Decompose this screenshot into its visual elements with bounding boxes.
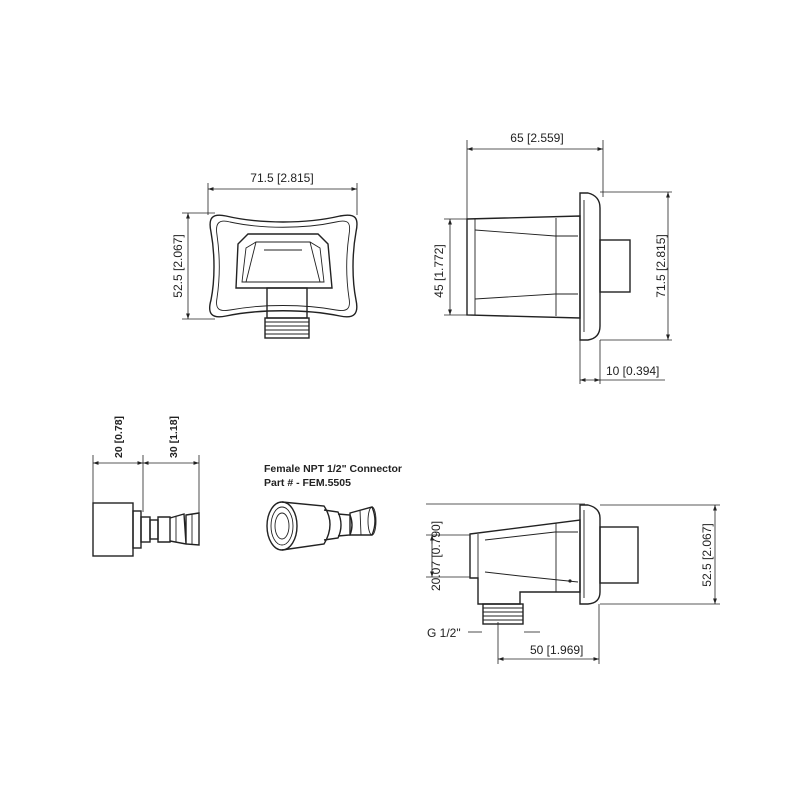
connector-label-line1: Female NPT 1/2" Connector (264, 463, 402, 475)
connector-nut (92, 502, 134, 557)
connector-opening (266, 501, 298, 551)
side-flange (579, 192, 601, 341)
connector-perspective: Female NPT 1/2" Connector Part # - FEM.5… (264, 463, 402, 551)
thread-label: G 1/2" (427, 626, 461, 640)
front-thread-stub (266, 287, 308, 319)
side-wall-block (599, 239, 631, 293)
side-depth-dimension: 65 [2.559] (510, 131, 563, 145)
bottom-depth-dimension: 50 [1.969] (530, 643, 583, 657)
bottom-thread (482, 603, 524, 625)
connector-dim-a: 20 [0.78] (113, 416, 125, 458)
front-plate-outline (208, 214, 358, 318)
side-body (466, 215, 581, 319)
bottom-wall-block (599, 526, 639, 584)
bottom-flange (579, 504, 601, 605)
connector-label-line2: Part # - FEM.5505 (264, 477, 351, 489)
side-view: 65 [2.559] 45 [1.772] 71.5 [2.815] 10 [0… (432, 131, 672, 384)
side-nozzle-height-dimension: 45 [1.772] (432, 244, 446, 297)
bottom-side-view: 20.07 [0.790] 52.5 [2.067] G 1/2" 50 [1.… (426, 503, 720, 664)
connector-barb (157, 512, 200, 546)
side-flange-thickness-dimension: 10 [0.394] (606, 364, 659, 378)
front-height-dimension: 52.5 [2.067] (171, 234, 185, 297)
bottom-body (469, 519, 581, 605)
side-flange-height-dimension: 71.5 [2.815] (654, 234, 668, 297)
connector-body (281, 501, 331, 551)
connector-perspective-barb (349, 506, 376, 536)
connector-dim-b: 30 [1.18] (168, 416, 180, 458)
front-view: 71.5 [2.815] 52.5 [2.067] (171, 171, 358, 339)
bottom-height-dimension: 52.5 [2.067] (700, 523, 714, 586)
front-nozzle-face (235, 233, 333, 289)
connector-side-view: 20 [0.78] 30 [1.18] (92, 416, 200, 557)
front-width-dimension: 71.5 [2.815] (250, 171, 313, 185)
outlet-dimension: 20.07 [0.790] (429, 521, 443, 591)
